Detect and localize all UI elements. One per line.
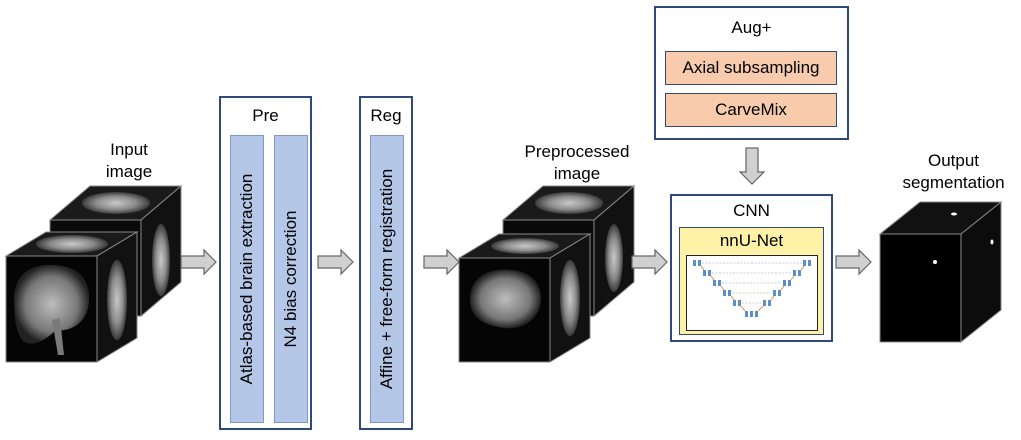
- arrow-pre-to-reg: [317, 248, 354, 276]
- pre-title: Pre: [252, 106, 279, 125]
- cnn-box: CNN nnU-Net: [670, 194, 833, 342]
- preprocessed-label-line1: Preprocessed: [524, 142, 630, 161]
- arrow-aug-to-cnn: [738, 147, 766, 185]
- arrow-cnn-to-output: [835, 248, 872, 276]
- pre-step-brain-extraction-text: Atlas-based brain extraction: [237, 173, 256, 385]
- input-label-line2: image: [105, 162, 153, 181]
- input-image-label: Input image: [84, 139, 174, 183]
- arrow-preprocessed-to-cnn: [631, 248, 668, 276]
- preprocessed-image-label: Preprocessed image: [512, 141, 642, 185]
- arrow-input-to-pre: [180, 248, 217, 276]
- aug-item-axial-subsampling: Axial subsampling: [665, 51, 837, 85]
- output-label-line2: segmentation: [902, 173, 1005, 192]
- reg-box: Reg Affine + free-form registration: [359, 96, 413, 430]
- pre-box: Pre Atlas-based brain extraction N4 bias…: [219, 96, 312, 430]
- reg-title: Reg: [370, 106, 402, 125]
- aug-item-carvemix: CarveMix: [665, 93, 837, 127]
- output-segmentation-label: Output segmentation: [886, 150, 1021, 194]
- unet-diagram: [686, 255, 818, 331]
- arrow-reg-to-preprocessed: [423, 248, 460, 276]
- pre-step-n4-bias: N4 bias correction: [274, 135, 308, 423]
- aug-title: Aug+: [731, 18, 772, 37]
- nnunet-panel: nnU-Net: [679, 227, 824, 335]
- preprocessed-label-line2: image: [553, 164, 601, 183]
- aug-box: Aug+ Axial subsampling CarveMix: [654, 6, 849, 140]
- reg-step-registration: Affine + free-form registration: [370, 135, 404, 423]
- input-label-line1: Input: [110, 140, 148, 159]
- output-label-line1: Output: [927, 151, 980, 170]
- nnunet-title: nnU-Net: [719, 231, 784, 250]
- cnn-title: CNN: [733, 201, 770, 220]
- output-cube: [878, 200, 1003, 344]
- pre-step-n4-bias-text: N4 bias correction: [281, 210, 300, 348]
- reg-step-registration-text: Affine + free-form registration: [377, 168, 396, 390]
- pre-step-brain-extraction: Atlas-based brain extraction: [230, 135, 264, 423]
- input-cube-front: [4, 231, 139, 363]
- preprocessed-cube-front: [457, 233, 592, 363]
- unet-architecture-icon: [693, 260, 811, 317]
